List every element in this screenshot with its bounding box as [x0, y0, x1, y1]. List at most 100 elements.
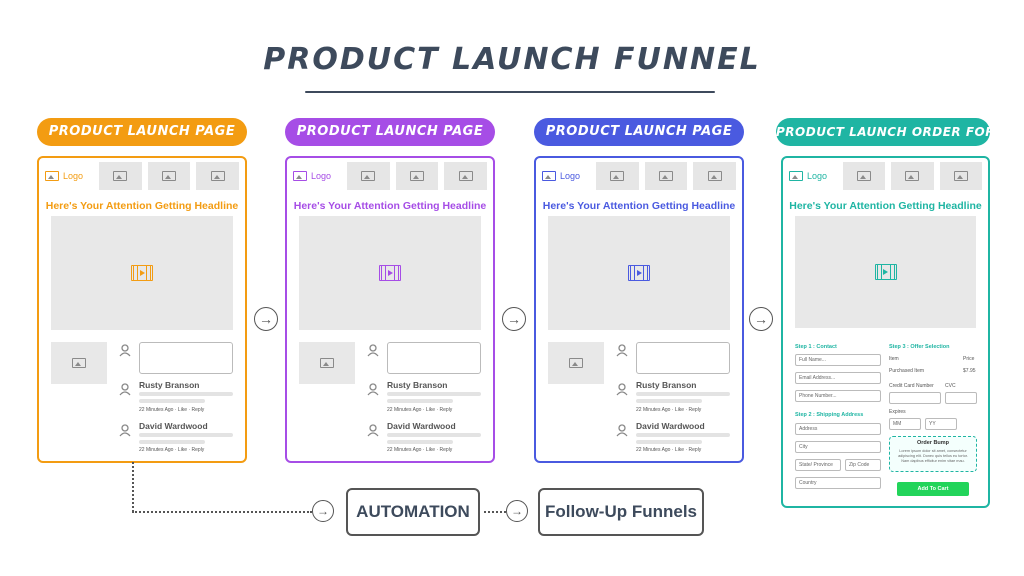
headline: Here's Your Attention Getting Headline [293, 200, 487, 212]
purchased-item: Purchased Item [889, 368, 925, 374]
avatar-icon [365, 342, 381, 358]
expiry-year-select: YY [925, 418, 957, 430]
nav-tab [939, 162, 982, 190]
comment-line [636, 399, 702, 403]
order-bump-title: Order Bump [916, 440, 950, 446]
comment-line [636, 440, 702, 444]
headline: Here's Your Attention Getting Headline [542, 200, 736, 212]
comment-input [387, 342, 481, 374]
nav-tab [147, 162, 191, 190]
image-icon [293, 171, 307, 181]
image-icon [610, 171, 625, 181]
logo-text: Logo [560, 171, 581, 181]
order-form-card: Logo Here's Your Attention Getting Headl… [781, 156, 990, 508]
state-field: State/ Province [795, 459, 841, 471]
followup-funnels-box: Follow-Up Funnels [538, 488, 704, 536]
logo-text: Logo [311, 171, 332, 181]
order-bump: Order Bump Lorem ipsum dolor sit amet, c… [889, 436, 977, 472]
image-icon [361, 171, 376, 181]
nav-tab [444, 162, 488, 190]
connector-line [484, 511, 506, 513]
logo: Logo [542, 162, 590, 190]
stage-label-1: PRODUCT LAUNCH PAGE [37, 118, 247, 146]
comment-line [139, 399, 205, 403]
page-title: PRODUCT LAUNCH FUNNEL [263, 42, 761, 77]
image-icon [789, 171, 803, 181]
image-icon [162, 171, 176, 181]
nav-tab [644, 162, 688, 190]
arrow-right-icon: → [254, 307, 278, 331]
headline: Here's Your Attention Getting Headline [789, 200, 982, 212]
comment-line [636, 392, 730, 396]
step-3-heading: Step 3 : Offer Selection [889, 344, 950, 350]
avatar-icon [117, 381, 133, 397]
step-2-heading: Step 2 : Shipping Address [795, 412, 864, 418]
launch-page-card-1: Logo Here's Your Attention Getting Headl… [37, 156, 247, 463]
video-placeholder [51, 216, 233, 330]
image-icon [113, 171, 128, 181]
arrow-right-icon: → [502, 307, 526, 331]
nav-tab [395, 162, 439, 190]
address-field: Address [795, 423, 881, 435]
video-icon [628, 265, 650, 281]
comment-line [139, 392, 233, 396]
image-icon [953, 171, 968, 181]
comment-author: David Wardwood [387, 421, 456, 431]
purchased-price: $7.95 [963, 368, 976, 374]
item-header: Item [889, 356, 899, 362]
headline: Here's Your Attention Getting Headline [45, 200, 239, 212]
avatar-icon [365, 381, 381, 397]
step-1-heading: Step 1 : Contact [795, 344, 837, 350]
image-icon [410, 171, 424, 181]
add-to-cart-button: Add To Cart [897, 482, 969, 496]
phone-field: Phone Number... [795, 390, 881, 402]
email-field: Email Address... [795, 372, 881, 384]
nav-tab [891, 162, 934, 190]
image-icon [210, 171, 225, 181]
image-icon [458, 171, 473, 181]
comment-author: Rusty Branson [636, 380, 697, 390]
comment-input [139, 342, 233, 374]
video-placeholder [795, 216, 976, 328]
nav-tab [596, 162, 639, 190]
logo-text: Logo [63, 171, 84, 181]
zip-field: Zip Code [845, 459, 881, 471]
comment-line [139, 433, 233, 437]
avatar-icon [614, 381, 630, 397]
avatar-icon [365, 422, 381, 438]
image-icon [905, 171, 920, 181]
nav-bar: Logo [45, 162, 240, 190]
comment-meta: 22 Minutes Ago · Like · Reply [139, 407, 205, 413]
video-icon [379, 265, 401, 281]
comment-meta: 22 Minutes Ago · Like · Reply [636, 447, 702, 453]
cvc-label: CVC [945, 383, 956, 389]
nav-bar: Logo [293, 162, 488, 190]
connector-line [132, 511, 312, 513]
comment-author: Rusty Branson [387, 380, 448, 390]
nav-bar: Logo [789, 162, 982, 190]
image-icon [659, 171, 673, 181]
avatar-icon [117, 342, 133, 358]
comment-line [387, 399, 453, 403]
image-icon [857, 171, 872, 181]
title-underline [305, 91, 715, 93]
comment-author: David Wardwood [139, 421, 208, 431]
launch-page-card-3: Logo Here's Your Attention Getting Headl… [534, 156, 744, 463]
connector-line [132, 462, 134, 512]
logo: Logo [789, 162, 837, 190]
comment-line [387, 433, 481, 437]
nav-tab [693, 162, 737, 190]
video-icon [874, 264, 897, 280]
launch-page-card-2: Logo Here's Your Attention Getting Headl… [285, 156, 495, 463]
image-icon [707, 171, 722, 181]
comment-author: Rusty Branson [139, 380, 200, 390]
arrow-right-icon: → [749, 307, 773, 331]
image-icon [72, 358, 86, 368]
image-placeholder [299, 342, 355, 384]
nav-tab [196, 162, 240, 190]
nav-bar: Logo [542, 162, 737, 190]
nav-tab [347, 162, 390, 190]
image-icon [569, 358, 583, 368]
image-icon [542, 171, 556, 181]
stage-label-2: PRODUCT LAUNCH PAGE [285, 118, 495, 146]
